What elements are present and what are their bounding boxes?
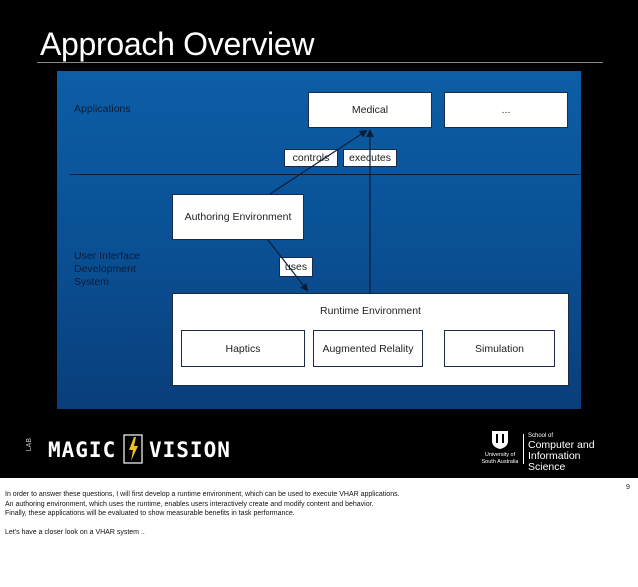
school-small-label: School of [528,433,554,439]
school-line-1: Computer and [528,439,595,451]
notes-line-2: An authoring environment, which uses the… [5,500,374,508]
university-name: University of South Australia [478,452,522,465]
notes-closing: Let's have a closer look on a VHAR syste… [5,528,145,536]
magic-wordmark: MAGIC [48,438,117,462]
runtime-environment-title: Runtime Environment [320,305,421,317]
speaker-notes: In order to answer these questions, I wi… [5,490,625,537]
notes-line-3: Finally, these applications will be eval… [5,510,295,517]
haptics-box: Haptics [181,330,305,367]
uids-label: User Interface Development System [74,250,140,289]
authoring-environment-box: Authoring Environment [172,194,304,240]
university-crest-icon [492,431,508,449]
uses-label: uses [279,257,313,277]
layer-separator [70,174,580,175]
slide: Approach Overview Applications User Inte… [0,0,638,478]
page-number: 9 [626,484,630,491]
lightning-icon [123,434,143,464]
university-line-1: University of [484,452,516,458]
controls-label: controls [284,149,338,167]
notes-gap [5,519,625,528]
uids-label-line-2: Development [74,263,136,275]
medical-box: Medical [308,92,432,128]
school-line-2: Information Science [528,450,581,473]
magic-vision-lab-logo: LAB MAGIC VISION [26,432,246,466]
uids-label-line-1: User Interface [74,250,140,262]
ellipsis-box: ... [444,92,568,128]
slide-title: Approach Overview [40,26,315,62]
university-line-2: South Australia [481,458,519,465]
logo-divider [523,434,524,464]
school-name: School of Computer and Information Scien… [528,433,614,473]
executes-label: executes [343,149,397,167]
lab-letters: LAB [26,438,33,452]
uids-label-line-3: System [74,276,110,288]
applications-label: Applications [74,103,131,115]
title-rule [37,62,603,63]
vision-wordmark: VISION [149,438,231,462]
augmented-reality-box: Augmented Relality [313,330,423,367]
unisa-logo: University of South Australia School of … [474,430,614,473]
notes-line-1: In order to answer these questions, I wi… [5,491,400,498]
simulation-box: Simulation [444,330,555,367]
